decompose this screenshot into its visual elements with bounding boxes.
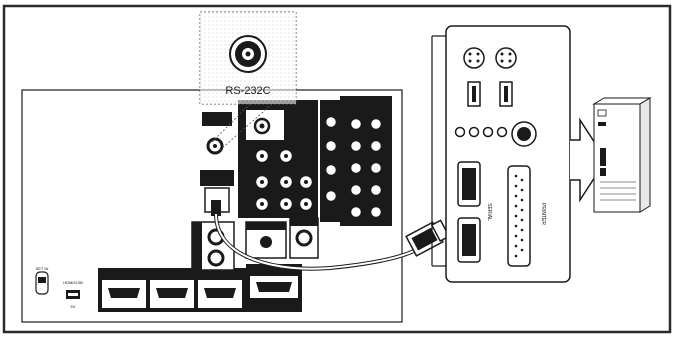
pc-audio-jacks — [454, 126, 508, 138]
serial-label: SERIAL — [486, 203, 492, 221]
power-switch — [35, 271, 49, 295]
rs232c-label: RS-232C — [225, 85, 270, 97]
pc-input-port — [246, 264, 302, 312]
optical-jack — [245, 221, 287, 259]
component-av-jacks — [238, 100, 318, 218]
pc-back-panel: SERIAL PRINTER — [431, 25, 571, 283]
serial-port-2 — [457, 217, 481, 263]
av-jack-columns — [320, 96, 392, 226]
hdmi-ports — [98, 268, 246, 312]
usb-port — [66, 290, 80, 299]
printer-label: PRINTER — [540, 203, 546, 225]
serial-port-1 — [457, 161, 481, 207]
switch-label: SET IN — [36, 266, 49, 271]
rs232c-jack-column — [200, 112, 234, 216]
printer-port — [507, 165, 531, 267]
tv-back-panel: SET IN HDMI/USB 5V — [21, 89, 403, 323]
rs232c-callout: RS-232C — [199, 11, 297, 151]
pc-tower — [592, 97, 652, 213]
pc-usb-ports — [467, 81, 513, 107]
antenna-jack — [289, 217, 319, 259]
rs232c-cable — [214, 213, 451, 271]
db9-plug — [405, 219, 451, 257]
mini-din-port — [511, 121, 537, 147]
ps2-ports — [463, 47, 517, 69]
usb-sublabel: 5V — [71, 304, 76, 309]
usb-label: HDMI/USB — [63, 280, 83, 285]
